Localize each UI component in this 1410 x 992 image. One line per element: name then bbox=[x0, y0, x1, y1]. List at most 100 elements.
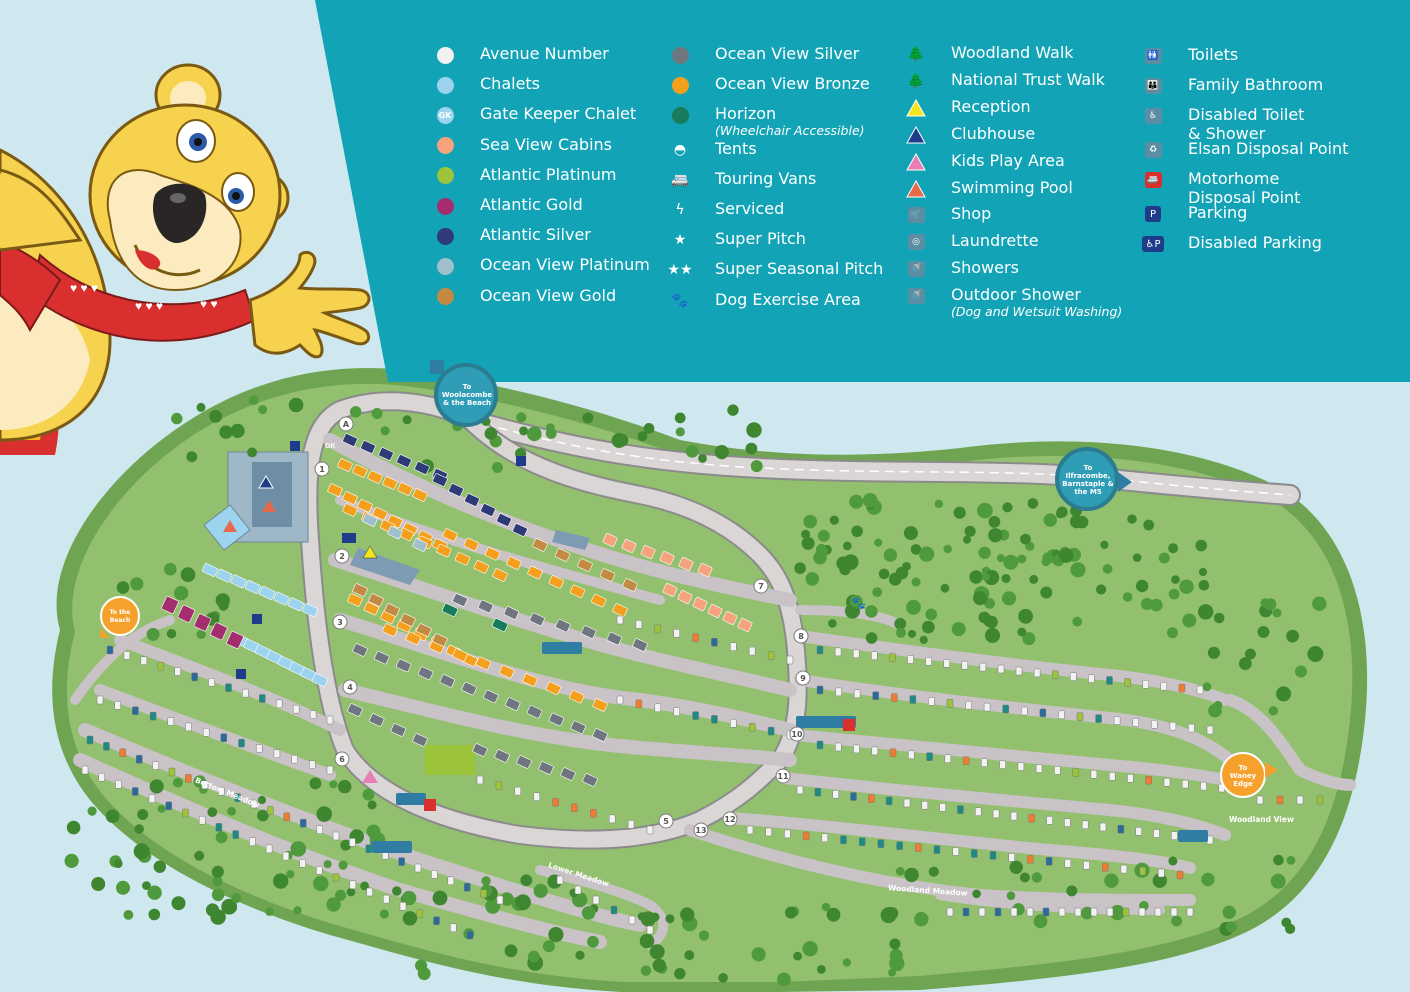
pitch bbox=[554, 548, 571, 562]
tree bbox=[977, 502, 993, 519]
pitch bbox=[640, 545, 656, 559]
tree bbox=[1244, 648, 1256, 660]
pitch bbox=[397, 482, 413, 496]
touring-pitch bbox=[907, 655, 914, 664]
touring-pitch bbox=[275, 699, 283, 709]
touring-pitch bbox=[383, 894, 390, 904]
touring-pitch bbox=[981, 758, 988, 767]
touring-pitch bbox=[821, 833, 829, 843]
tree bbox=[113, 859, 123, 869]
pitch bbox=[352, 583, 368, 597]
touring-pitch bbox=[896, 841, 903, 850]
pitch bbox=[483, 689, 499, 704]
touring-pitch bbox=[746, 825, 754, 835]
tree bbox=[215, 831, 228, 844]
pitch bbox=[555, 619, 571, 633]
pitch bbox=[592, 728, 608, 742]
tree bbox=[640, 911, 656, 927]
touring-pitch bbox=[1316, 795, 1324, 805]
pitch bbox=[621, 539, 637, 553]
touring-pitch bbox=[1206, 725, 1214, 735]
touring-pitch bbox=[332, 831, 340, 841]
touring-pitch bbox=[1170, 907, 1178, 917]
tree bbox=[587, 935, 599, 948]
tree bbox=[1208, 703, 1222, 718]
pitch bbox=[545, 681, 561, 695]
tree bbox=[904, 867, 919, 883]
touring-pitch bbox=[157, 661, 165, 671]
touring-pitch bbox=[610, 905, 618, 915]
touring-pitch bbox=[115, 780, 122, 789]
tree bbox=[346, 887, 356, 897]
pitch bbox=[362, 513, 378, 527]
tree bbox=[1122, 592, 1133, 602]
disabled-parking-marker bbox=[342, 533, 356, 543]
touring-pitch bbox=[627, 820, 635, 829]
tree bbox=[194, 850, 205, 861]
touring-pitch bbox=[81, 765, 89, 775]
tree bbox=[1102, 564, 1113, 574]
touring-pitch bbox=[1176, 870, 1184, 880]
touring-pitch bbox=[1090, 907, 1098, 917]
touring-pitch bbox=[292, 704, 300, 714]
touring-pitch bbox=[673, 629, 680, 638]
touring-pitch bbox=[1051, 670, 1059, 680]
pitch bbox=[538, 761, 554, 775]
touring-pitch bbox=[1017, 762, 1025, 771]
tree bbox=[1201, 872, 1215, 887]
touring-pitch bbox=[1117, 824, 1125, 834]
touring-pitch bbox=[1153, 829, 1160, 838]
tree bbox=[1080, 906, 1094, 920]
facility-block-5 bbox=[542, 642, 582, 654]
tree bbox=[1001, 591, 1017, 606]
touring-pitch bbox=[814, 787, 822, 797]
tree bbox=[1027, 498, 1039, 509]
pitch bbox=[311, 673, 329, 687]
touring-pitch bbox=[1010, 907, 1018, 917]
touring-pitch bbox=[185, 774, 192, 783]
tree bbox=[1019, 872, 1030, 883]
touring-pitch bbox=[309, 760, 316, 769]
tree bbox=[1001, 574, 1011, 583]
pitch bbox=[273, 591, 290, 606]
tree bbox=[925, 608, 937, 621]
svg-text:4: 4 bbox=[347, 683, 353, 692]
touring-pitch bbox=[885, 796, 893, 806]
pitch bbox=[352, 464, 368, 478]
touring-pitch bbox=[983, 702, 991, 712]
tree bbox=[1150, 598, 1163, 612]
touring-pitch bbox=[1033, 668, 1041, 678]
pitch bbox=[448, 483, 464, 497]
pitch bbox=[516, 755, 532, 769]
tree bbox=[186, 451, 198, 463]
touring-pitch bbox=[962, 907, 970, 917]
tree bbox=[1270, 873, 1286, 889]
tree bbox=[652, 958, 666, 973]
touring-pitch bbox=[850, 792, 857, 801]
tree bbox=[484, 427, 498, 440]
tree bbox=[849, 494, 864, 509]
tree bbox=[978, 546, 991, 559]
pitch bbox=[548, 575, 564, 589]
tree bbox=[1182, 613, 1197, 628]
tree bbox=[548, 927, 564, 943]
touring-pitch bbox=[1054, 766, 1061, 775]
touring-pitch bbox=[1058, 710, 1065, 720]
tree bbox=[1273, 854, 1284, 866]
touring-pitch bbox=[198, 815, 206, 825]
tree bbox=[166, 629, 177, 639]
tree bbox=[862, 493, 878, 508]
tree bbox=[1168, 588, 1180, 600]
touring-pitch bbox=[767, 651, 775, 660]
tree bbox=[142, 881, 151, 890]
pitch bbox=[581, 625, 597, 639]
tree bbox=[1029, 574, 1039, 584]
touring-pitch bbox=[868, 794, 875, 803]
tree bbox=[888, 572, 902, 586]
pitch bbox=[327, 483, 343, 497]
pitch bbox=[360, 440, 376, 454]
touring-pitch bbox=[994, 907, 1002, 917]
tree bbox=[402, 415, 412, 425]
touring-pitch bbox=[1095, 714, 1102, 723]
touring-pitch bbox=[326, 715, 334, 725]
